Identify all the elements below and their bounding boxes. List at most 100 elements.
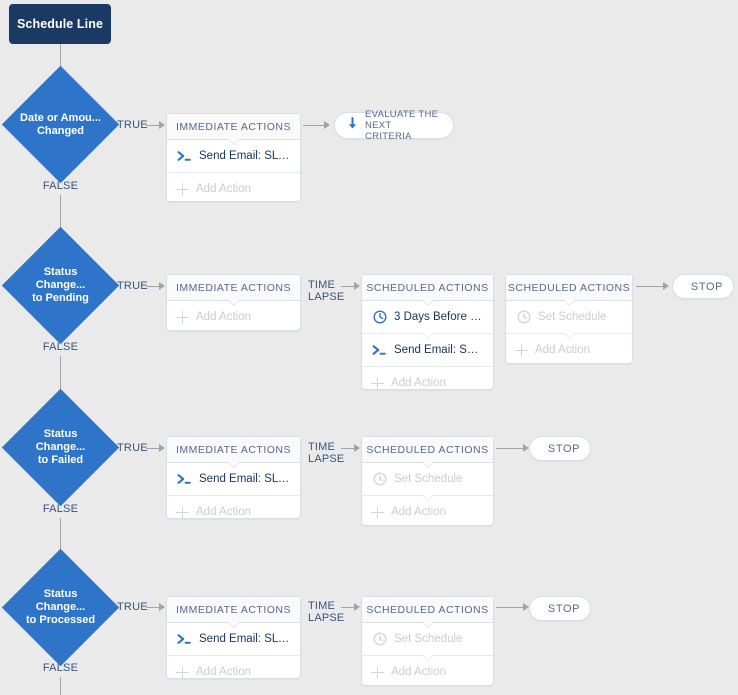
plus-icon xyxy=(176,505,189,519)
action-item-1-1[interactable]: Send Email: SL Edit... xyxy=(167,140,300,173)
stop-button-4[interactable]: STOP xyxy=(529,596,591,621)
set-schedule-button-3[interactable]: Set Schedule xyxy=(362,463,493,501)
add-action-button-2[interactable]: Add Action xyxy=(167,301,300,333)
branch-label-true-2: TRUE xyxy=(117,280,148,292)
immediate-actions-card-1[interactable]: IMMEDIATE ACTIONS Send Email: SL Edit...… xyxy=(166,113,301,202)
arrow-true-1 xyxy=(159,121,165,129)
scheduled-actions-header-2a: SCHEDULED ACTIONS xyxy=(362,275,493,306)
add-action-label: Add Action xyxy=(196,506,251,518)
add-action-button-4s[interactable]: Add Action xyxy=(362,656,493,688)
immediate-actions-title: IMMEDIATE ACTIONS xyxy=(175,281,292,294)
connector-false-1 xyxy=(60,195,61,253)
criteria-node-3[interactable]: Status Change... to Failed xyxy=(1,388,120,507)
arrow-to-stop-2 xyxy=(663,282,669,290)
add-action-button-2a[interactable]: Add Action xyxy=(362,367,493,399)
scheduled-actions-card-3[interactable]: SCHEDULED ACTIONS Set Schedule Add Actio… xyxy=(361,436,494,526)
add-action-label: Add Action xyxy=(196,311,251,323)
branch-label-true-4: TRUE xyxy=(117,601,148,613)
connector-to-stop-4 xyxy=(496,607,524,608)
criteria-node-4-label: Status Change... to Processed xyxy=(25,588,96,626)
stop-label: STOP xyxy=(690,280,724,293)
branch-label-true-3: TRUE xyxy=(117,442,148,454)
add-action-button-2b[interactable]: Add Action xyxy=(506,334,632,366)
start-node-schedule-line[interactable]: Schedule Line xyxy=(9,4,111,44)
start-node-label: Schedule Line xyxy=(16,17,104,31)
arrow-time-lapse-4 xyxy=(354,603,360,611)
add-action-label: Add Action xyxy=(391,506,446,518)
criteria-node-1[interactable]: Date or Amou... Changed xyxy=(1,65,120,184)
scheduled-actions-header-3: SCHEDULED ACTIONS xyxy=(362,437,493,468)
immediate-actions-title: IMMEDIATE ACTIONS xyxy=(175,443,292,456)
arrow-to-stop-3 xyxy=(523,444,529,452)
immediate-actions-card-2[interactable]: IMMEDIATE ACTIONS Add Action xyxy=(166,274,301,331)
immediate-actions-title: IMMEDIATE ACTIONS xyxy=(175,603,292,616)
branch-label-true-1: TRUE xyxy=(117,119,148,131)
clock-icon xyxy=(371,471,388,487)
add-action-button-3s[interactable]: Add Action xyxy=(362,496,493,528)
add-action-label: Add Action xyxy=(391,666,446,678)
apex-code-icon xyxy=(371,342,388,358)
arrow-time-lapse-3 xyxy=(354,444,360,452)
action-item-2a-1[interactable]: Send Email: SL Proc... xyxy=(362,334,493,367)
set-schedule-button-2b[interactable]: Set Schedule xyxy=(506,301,632,339)
branch-label-false-3: FALSE xyxy=(42,503,79,515)
criteria-node-1-label: Date or Amou... Changed xyxy=(20,111,101,137)
connector-true-4 xyxy=(146,607,160,608)
stop-button-2[interactable]: STOP xyxy=(672,274,734,299)
schedule-item-2a[interactable]: 3 Days Before Date... xyxy=(362,301,493,339)
immediate-actions-header-4: IMMEDIATE ACTIONS xyxy=(167,597,300,628)
add-action-label: Add Action xyxy=(391,377,446,389)
action-item-label: Send Email: SL Proc... xyxy=(199,633,291,645)
connector-true-2 xyxy=(146,286,160,287)
add-action-button-4[interactable]: Add Action xyxy=(167,656,300,688)
arrow-true-3 xyxy=(159,444,165,452)
immediate-actions-card-4[interactable]: IMMEDIATE ACTIONS Send Email: SL Proc...… xyxy=(166,596,301,679)
action-item-label: Send Email: SL Failed xyxy=(199,473,291,485)
connector-time-lapse-4 xyxy=(341,607,355,608)
plus-icon xyxy=(371,505,384,519)
add-action-label: Add Action xyxy=(196,666,251,678)
scheduled-actions-card-4[interactable]: SCHEDULED ACTIONS Set Schedule Add Actio… xyxy=(361,596,494,686)
plus-icon xyxy=(176,665,189,679)
action-item-label: Send Email: SL Proc... xyxy=(394,344,484,356)
scheduled-actions-header-4: SCHEDULED ACTIONS xyxy=(362,597,493,628)
add-action-button-1[interactable]: Add Action xyxy=(167,173,300,205)
scheduled-actions-title: SCHEDULED ACTIONS xyxy=(366,281,489,294)
add-action-button-3[interactable]: Add Action xyxy=(167,496,300,528)
branch-label-false-1: FALSE xyxy=(42,180,79,192)
arrow-time-lapse-2 xyxy=(354,282,360,290)
evaluate-next-criteria-label: EVALUATE THE NEXT CRITERIA xyxy=(365,109,439,142)
criteria-node-2[interactable]: Status Change... to Pending xyxy=(1,226,120,345)
branch-label-time-lapse-3: TIME LAPSE xyxy=(308,441,345,465)
connector-to-stop-3 xyxy=(496,448,524,449)
apex-code-icon xyxy=(176,148,193,164)
stop-button-3[interactable]: STOP xyxy=(529,436,591,461)
scheduled-actions-header-2b: SCHEDULED ACTIONS xyxy=(506,275,632,306)
set-schedule-button-4[interactable]: Set Schedule xyxy=(362,623,493,661)
connector-false-3 xyxy=(60,518,61,568)
connector-false-2 xyxy=(60,356,61,414)
immediate-actions-header-1: IMMEDIATE ACTIONS xyxy=(167,114,300,145)
scheduled-actions-card-2a[interactable]: SCHEDULED ACTIONS 3 Days Before Date... … xyxy=(361,274,494,390)
immediate-actions-title: IMMEDIATE ACTIONS xyxy=(175,120,292,133)
action-item-4-1[interactable]: Send Email: SL Proc... xyxy=(167,623,300,656)
plus-icon xyxy=(176,182,189,196)
clock-icon xyxy=(515,309,532,325)
criteria-node-4[interactable]: Status Change... to Processed xyxy=(1,548,120,667)
criteria-node-3-label: Status Change... to Failed xyxy=(35,428,86,466)
connector-true-1 xyxy=(146,125,160,126)
evaluate-next-criteria-button[interactable]: EVALUATE THE NEXT CRITERIA xyxy=(334,109,454,142)
set-schedule-label: Set Schedule xyxy=(394,633,463,645)
scheduled-actions-card-2b[interactable]: SCHEDULED ACTIONS Set Schedule Add Actio… xyxy=(505,274,633,364)
immediate-actions-card-3[interactable]: IMMEDIATE ACTIONS Send Email: SL Failed … xyxy=(166,436,301,519)
connector-time-lapse-3 xyxy=(341,448,355,449)
set-schedule-label: Set Schedule xyxy=(538,311,607,323)
immediate-actions-header-2: IMMEDIATE ACTIONS xyxy=(167,275,300,306)
apex-code-icon xyxy=(176,471,193,487)
scheduled-actions-title: SCHEDULED ACTIONS xyxy=(366,603,489,616)
connector-false-4 xyxy=(60,677,61,695)
stop-label: STOP xyxy=(547,602,581,615)
plus-icon xyxy=(515,343,528,357)
action-item-3-1[interactable]: Send Email: SL Failed xyxy=(167,463,300,496)
